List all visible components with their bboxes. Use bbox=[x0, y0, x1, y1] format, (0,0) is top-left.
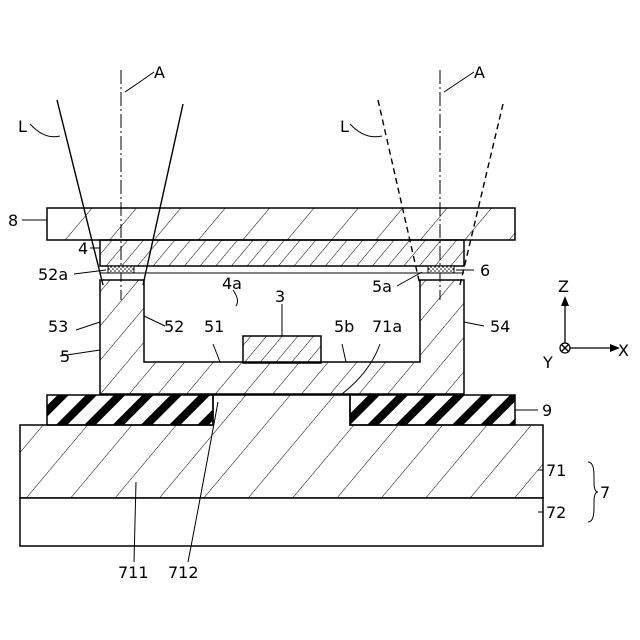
label-axis-X: X bbox=[618, 341, 629, 360]
label-711: 711 bbox=[118, 563, 149, 582]
lid bbox=[100, 240, 464, 266]
glass-plate bbox=[47, 208, 515, 240]
label-7: 7 bbox=[600, 483, 610, 502]
label-5a: 5a bbox=[372, 277, 392, 296]
label-L-right: L bbox=[340, 117, 349, 136]
element-3 bbox=[243, 336, 321, 363]
label-4a: 4a bbox=[222, 274, 242, 293]
stage-lower bbox=[20, 498, 543, 546]
label-52: 52 bbox=[164, 317, 184, 336]
spacer-right bbox=[350, 395, 515, 425]
stage-bracket bbox=[588, 462, 598, 522]
label-5b: 5b bbox=[334, 317, 354, 336]
label-axis-Y: Y bbox=[542, 353, 553, 372]
label-5: 5 bbox=[60, 347, 70, 366]
bond-left bbox=[108, 266, 134, 273]
spacer-left bbox=[47, 395, 213, 425]
label-53: 53 bbox=[48, 317, 68, 336]
label-54: 54 bbox=[490, 317, 510, 336]
label-8: 8 bbox=[8, 211, 18, 230]
label-71a: 71a bbox=[372, 317, 402, 336]
label-4: 4 bbox=[78, 239, 88, 258]
label-51: 51 bbox=[204, 317, 224, 336]
label-A-left: A bbox=[154, 63, 165, 82]
label-72: 72 bbox=[546, 503, 566, 522]
label-6: 6 bbox=[480, 261, 490, 280]
bond-right bbox=[428, 266, 454, 273]
label-9: 9 bbox=[542, 401, 552, 420]
label-L-left: L bbox=[18, 117, 27, 136]
label-52a: 52a bbox=[38, 265, 68, 284]
coordinate-axes bbox=[560, 296, 620, 353]
label-axis-Z: Z bbox=[558, 277, 569, 296]
label-712: 712 bbox=[168, 563, 199, 582]
label-71: 71 bbox=[546, 461, 566, 480]
label-3: 3 bbox=[275, 287, 285, 306]
label-A-right: A bbox=[474, 63, 485, 82]
